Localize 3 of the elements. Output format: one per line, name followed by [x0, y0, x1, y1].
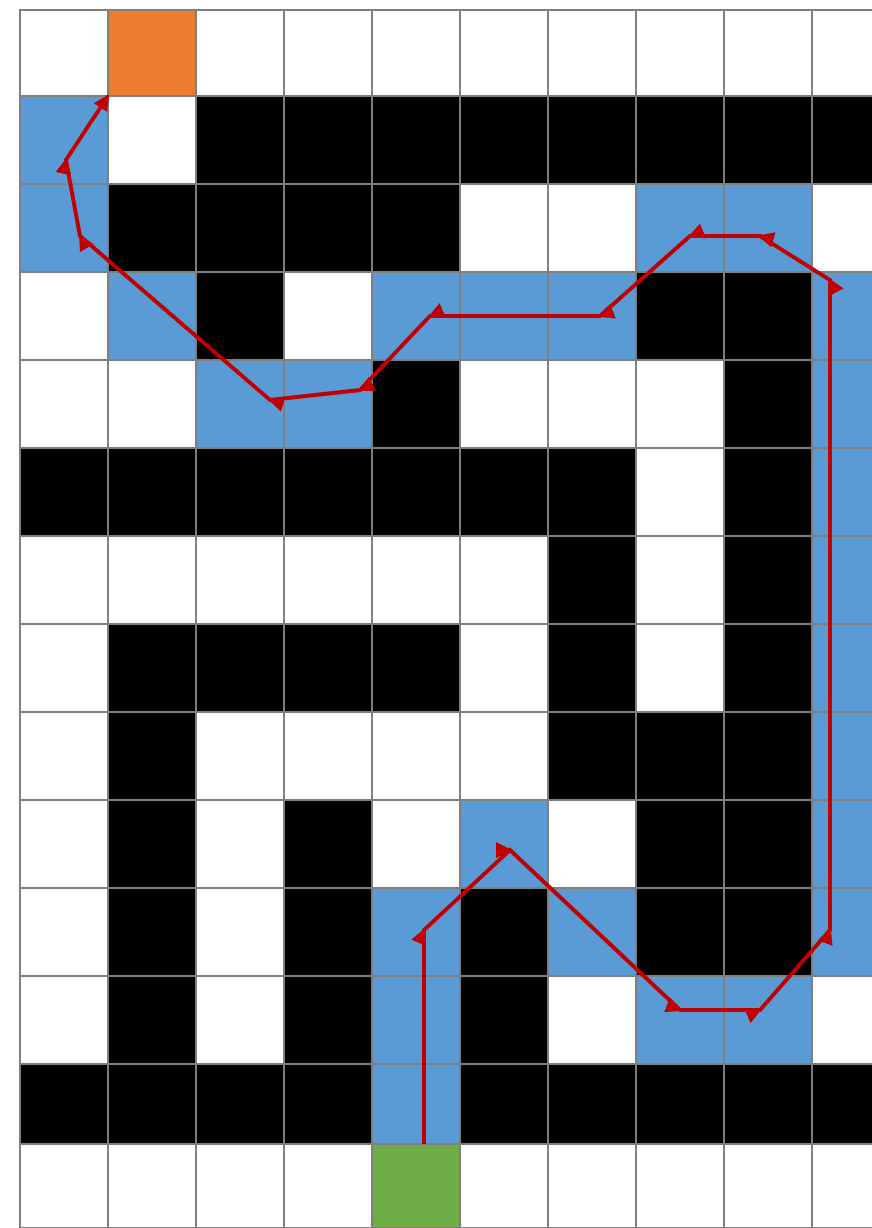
goal-cell — [107, 9, 197, 97]
start-cell — [371, 1143, 461, 1228]
path-arrow — [55, 94, 844, 1144]
